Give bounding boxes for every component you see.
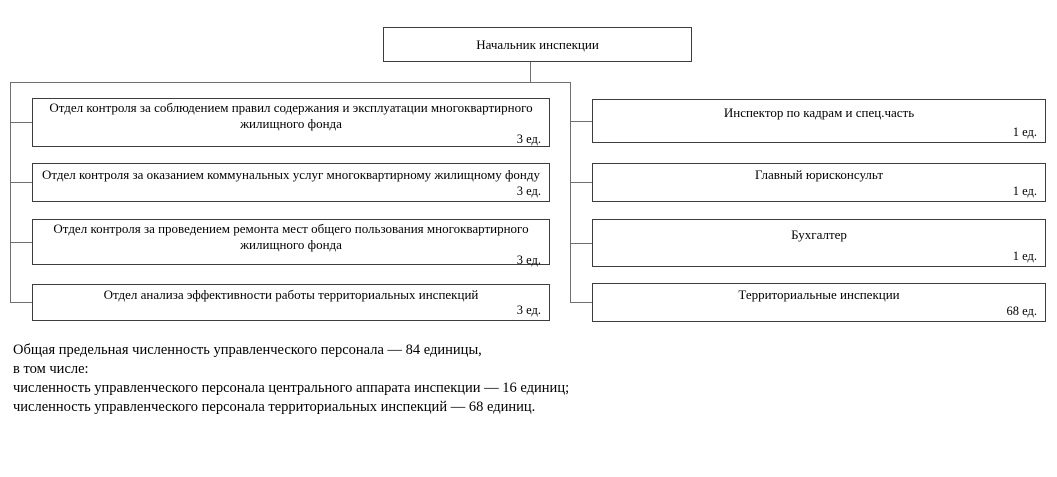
- staff-count: 1 ед.: [1012, 249, 1037, 263]
- org-box-right-4: Территориальные инспекции 68 ед.: [592, 283, 1046, 322]
- staff-count: 1 ед.: [1012, 184, 1037, 198]
- org-box-right-1: Инспектор по кадрам и спец.часть 1 ед.: [592, 99, 1046, 143]
- connector-right-spine: [570, 82, 571, 303]
- connector-right-stub-1: [570, 121, 592, 122]
- org-box-title: Отдел контроля за проведением ремонта ме…: [53, 221, 529, 252]
- connector-left-stub-1: [10, 122, 32, 123]
- footnote-line-2: в том числе:: [13, 361, 89, 377]
- connector-right-stub-3: [570, 243, 592, 244]
- org-box-root-title: Начальник инспекции: [476, 36, 599, 52]
- org-box-right-2: Главный юрисконсульт 1 ед.: [592, 163, 1046, 202]
- staff-count: 68 ед.: [1006, 304, 1038, 318]
- staff-count: 3 ед.: [516, 303, 541, 317]
- footnote-line-1: Общая предельная численность управленчес…: [13, 342, 482, 358]
- org-box-title: Отдел анализа эффективности работы терри…: [103, 286, 479, 302]
- connector-left-stub-3: [10, 242, 32, 243]
- org-box-left-1: Отдел контроля за соблюдением правил сод…: [32, 98, 550, 147]
- org-box-left-4: Отдел анализа эффективности работы терри…: [32, 284, 550, 321]
- connector-left-spine: [10, 82, 11, 302]
- staff-count: 3 ед.: [516, 252, 541, 267]
- connector-left-stub-2: [10, 182, 32, 183]
- connector-right-stub-4: [570, 302, 592, 303]
- footnote: Общая предельная численность управленчес…: [13, 341, 569, 417]
- staff-count: 3 ед.: [516, 131, 541, 146]
- footnote-line-3: численность управленческого персонала це…: [13, 380, 570, 396]
- org-box-title: Территориальные инспекции: [738, 286, 900, 302]
- org-box-root: Начальник инспекции: [383, 27, 692, 62]
- org-box-title: Отдел контроля за оказанием коммунальных…: [42, 166, 540, 182]
- staff-count: 1 ед.: [1012, 125, 1037, 139]
- org-box-title: Инспектор по кадрам и спец.часть: [723, 105, 915, 121]
- connector-left-stub-4: [10, 302, 32, 303]
- footnote-line-4: численность управленческого персонала те…: [13, 399, 536, 415]
- org-box-title: Главный юрисконсульт: [754, 166, 883, 182]
- org-box-left-3: Отдел контроля за проведением ремонта ме…: [32, 219, 550, 267]
- org-box-title: Отдел контроля за соблюдением правил сод…: [49, 100, 533, 131]
- connector-root-drop: [530, 62, 531, 82]
- org-box-left-2: Отдел контроля за оказанием коммунальных…: [32, 163, 550, 202]
- org-box-right-3: Бухгалтер 1 ед.: [592, 219, 1046, 267]
- connector-right-stub-2: [570, 182, 592, 183]
- connector-horizontal-bus: [10, 82, 571, 83]
- org-box-title: Бухгалтер: [791, 227, 847, 243]
- staff-count: 3 ед.: [516, 184, 541, 198]
